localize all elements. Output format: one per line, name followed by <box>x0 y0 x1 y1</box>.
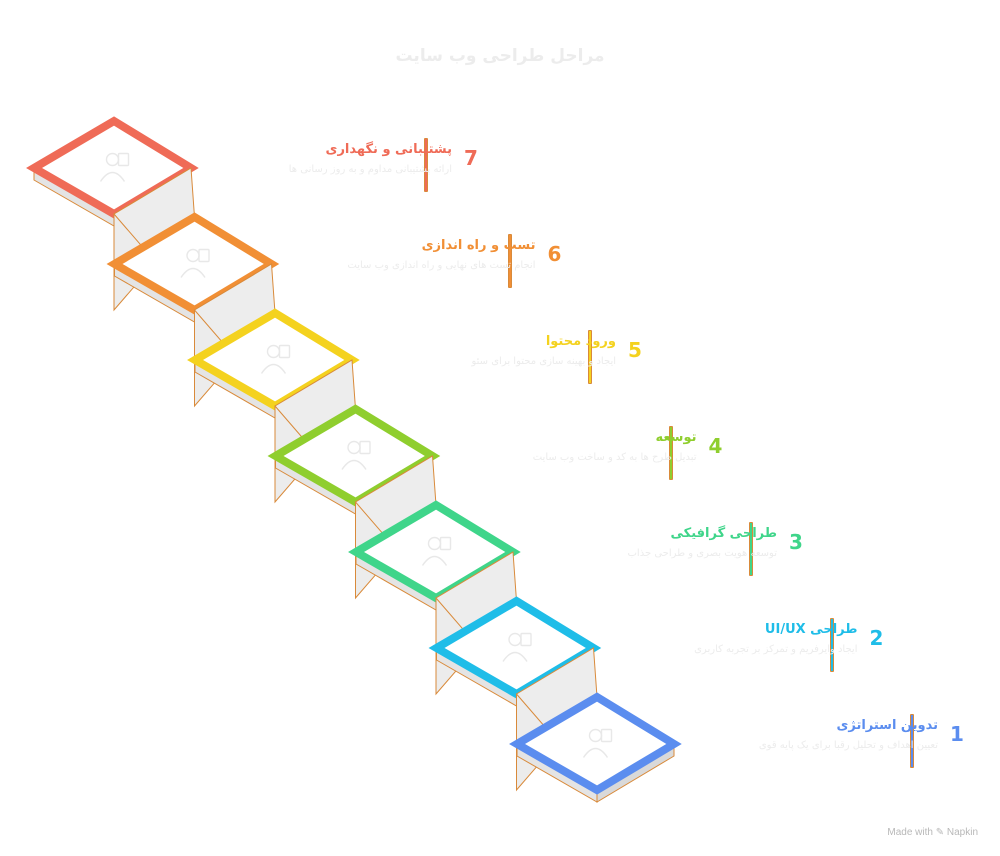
step-number: 6 <box>547 242 562 266</box>
step-description: ایجاد و بهینه سازی محتوا برای سئو <box>471 356 616 367</box>
diagram-title: مراحل طراحی وب سایت <box>395 46 605 66</box>
step-title: طراحی گرافیکی <box>670 526 777 541</box>
step-accent-bar <box>829 618 834 672</box>
step-description: ایجاد وایرفریم و تمرکز بر تجربه کاربری <box>694 644 858 655</box>
step-title: ورود محتوا <box>545 334 616 349</box>
step-accent-bar <box>588 330 592 384</box>
step-title: طراحی UI/UX <box>764 622 858 637</box>
wireframe-screen-icon <box>502 632 532 662</box>
step-label-2: 2 طراحی UI/UX ایجاد وایرفریم و تمرکز بر تج… <box>694 618 910 686</box>
support-server-icon <box>99 152 130 182</box>
step-label-7: 7 پشتیبانی و نگهداری ارائه پشتیبانی مداوم … <box>289 138 504 206</box>
napkin-credit: Made with ✎ Napkin <box>887 827 978 838</box>
content-writer-icon <box>260 344 291 374</box>
stair-top-1 <box>509 692 682 795</box>
developer-laptop-icon <box>341 440 371 470</box>
step-title: تدوین استراتژی <box>836 718 938 733</box>
step-number: 3 <box>789 530 803 554</box>
step-label-1: 1 تدوین استراتژی تعیین اهداف و تحلیل رقبا … <box>759 714 990 782</box>
graphic-design-icon <box>421 536 452 566</box>
step-label-3: 3 طراحی گرافیکی توسعه هویت بصری و طراحی جذ… <box>628 522 829 590</box>
step-accent-bar <box>424 138 428 192</box>
step-label-4: 4 توسعه تبدیل طرح ها به کد و ساخت وب سایت <box>533 426 749 494</box>
step-number: 1 <box>950 722 964 746</box>
step-title: توسعه <box>655 430 697 445</box>
step-label-5: 5 ورود محتوا ایجاد و بهینه سازی محتوا برای… <box>471 330 668 398</box>
step-number: 2 <box>869 626 884 650</box>
step-description: توسعه هویت بصری و طراحی جذاب <box>627 548 777 559</box>
strategy-team-icon <box>582 728 613 758</box>
step-accent-bar <box>910 714 914 768</box>
step-title: تست و راه اندازی <box>421 238 536 253</box>
step-description: تبدیل طرح ها به کد و ساخت وب سایت <box>532 452 697 463</box>
step-accent-bar <box>668 426 673 480</box>
step-title: پشتیبانی و نگهداری <box>325 142 452 157</box>
step-accent-bar <box>507 234 512 288</box>
step-description: ارائه پشتیبانی مداوم و به روز رسانی ها <box>288 164 452 175</box>
step-description: تعیین اهداف و تحلیل رقبا برای یک پایه قو… <box>758 740 938 751</box>
step-description: انجام تست های نهایی و راه اندازی وب سایت <box>347 260 536 271</box>
step-number: 5 <box>628 338 642 362</box>
step-accent-bar <box>749 522 753 576</box>
stair-step-2 <box>428 551 602 707</box>
rocket-launch-icon <box>180 248 210 278</box>
step-number: 4 <box>708 434 723 458</box>
stair-step-1 <box>509 647 682 803</box>
step-number: 7 <box>464 146 478 170</box>
step-label-6: 6 تست و راه اندازی انجام تست های نهایی و ر… <box>347 234 588 302</box>
